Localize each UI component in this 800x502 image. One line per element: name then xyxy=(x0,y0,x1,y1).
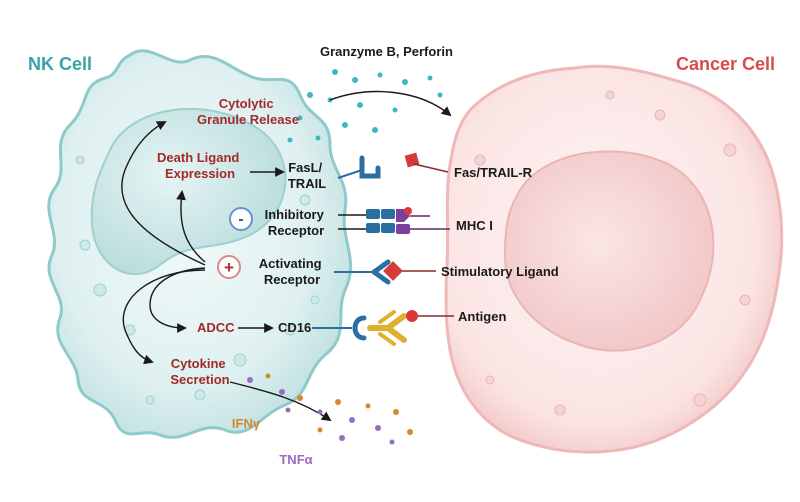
nk-cell xyxy=(47,49,353,439)
stimulatory-ligand xyxy=(383,261,436,281)
activating-badge: + xyxy=(217,255,241,279)
antibody xyxy=(367,310,407,346)
fas-trail-r-receptor xyxy=(404,152,449,173)
nk-cell-title: NK Cell xyxy=(28,54,92,74)
mhc-i-label: MHC I xyxy=(456,218,493,233)
granzyme-particles xyxy=(287,69,443,143)
granzyme-arrow xyxy=(329,90,452,117)
plus-sign: + xyxy=(224,258,234,277)
granzyme-label: Granzyme B, Perforin xyxy=(320,44,453,59)
activating-receptor xyxy=(334,259,391,285)
nk-granules xyxy=(75,155,320,405)
cd16-receptor xyxy=(312,315,367,341)
cytokine-particles xyxy=(247,373,413,445)
cancer-cell xyxy=(444,64,784,454)
antigen-label: Antigen xyxy=(458,309,506,324)
fasl-label: FasL/ TRAIL xyxy=(288,160,326,191)
adcc-label: ADCC xyxy=(197,320,235,335)
cancer-cell-title: Cancer Cell xyxy=(676,54,775,74)
nk-signal-arrows xyxy=(121,121,285,365)
inhibitory-receptor-label: Inhibitory Receptor xyxy=(265,207,328,238)
tnf-alpha-label: TNFα xyxy=(279,452,312,467)
cancer-vesicles xyxy=(474,90,751,416)
inhibitory-receptor xyxy=(338,209,395,233)
minus-sign: - xyxy=(238,211,243,228)
cytolytic-label: Cytolytic Granule Release xyxy=(197,96,299,127)
activating-receptor-label: Activating Receptor xyxy=(259,256,325,287)
fasl-receptor xyxy=(337,155,381,179)
fas-trail-r-label: Fas/TRAIL-R xyxy=(454,165,533,180)
ifn-gamma-label: IFNγ xyxy=(232,416,261,431)
cytokine-label: Cytokine Secretion xyxy=(170,356,229,387)
death-ligand-label: Death Ligand Expression xyxy=(157,150,243,181)
cancer-nucleus xyxy=(503,150,715,352)
stimulatory-ligand-label: Stimulatory Ligand xyxy=(441,264,559,279)
cd16-label: CD16 xyxy=(278,320,311,335)
mhc-i-molecule xyxy=(396,207,450,234)
nk-nucleus xyxy=(90,108,287,276)
antigen xyxy=(406,310,454,322)
inhibitory-badge: - xyxy=(229,207,253,231)
